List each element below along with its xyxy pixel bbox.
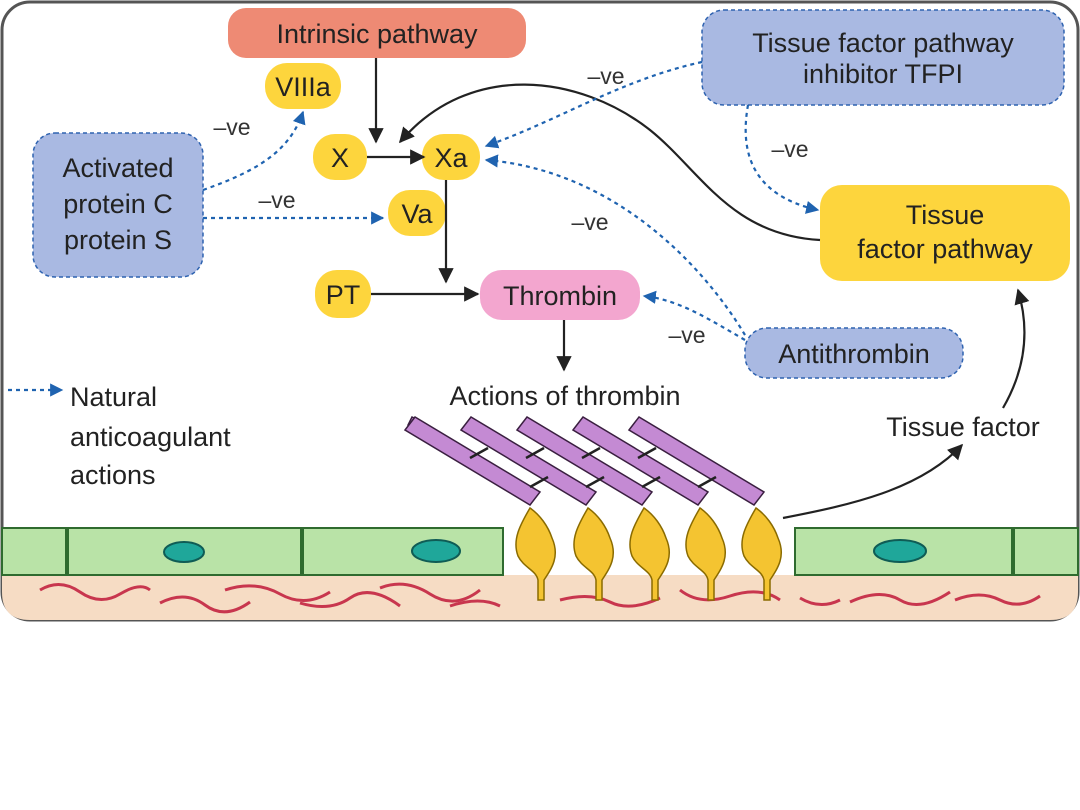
intrinsic-pathway-label: Intrinsic pathway <box>276 19 478 49</box>
node-antithrombin: Antithrombin <box>744 327 964 379</box>
node-intrinsic-pathway: Intrinsic pathway <box>228 8 526 58</box>
neg-label-tfpi-tf: –ve <box>771 136 808 162</box>
legend-line3: actions <box>70 460 156 490</box>
actions-of-thrombin-label: Actions of thrombin <box>449 381 680 411</box>
node-va: Va <box>388 190 446 236</box>
neg-label-antithrombin-xa: –ve <box>571 209 608 235</box>
tf-pathway-label-line1: Tissue <box>906 200 985 230</box>
platelet <box>573 506 614 601</box>
coagulation-diagram-svg: Intrinsic pathway Tissue factor pathway … <box>0 0 1080 622</box>
cell-nucleus <box>411 539 461 563</box>
apc-label-line2: protein C <box>63 189 173 219</box>
endothelium <box>1 527 1079 576</box>
inhibit-antithrombin-to-thrombin <box>642 290 746 341</box>
node-viiia: VIIIa <box>265 63 341 109</box>
platelet <box>741 506 782 601</box>
node-tissue-factor-pathway: Tissue factor pathway <box>820 185 1070 281</box>
legend-line2: anticoagulant <box>70 422 231 452</box>
legend: Natural anticoagulant actions <box>70 382 231 490</box>
fibrin-strand <box>403 416 542 506</box>
endothelial-cell <box>302 527 504 576</box>
fibrin-strands <box>403 415 766 506</box>
x-label: X <box>331 143 349 173</box>
neg-label-apc-va: –ve <box>258 187 295 213</box>
inhibit-tfpi-to-xa <box>484 60 703 149</box>
tfpi-label-line1: Tissue factor pathway <box>752 28 1014 58</box>
neg-label-antithrombin-thrombin: –ve <box>668 322 705 348</box>
inhibit-tfpi-to-tf-pathway <box>744 104 820 214</box>
va-label: Va <box>401 199 433 229</box>
legend-line1: Natural <box>70 382 157 412</box>
platelet-plug <box>515 506 782 601</box>
node-tfpi: Tissue factor pathway inhibitor TFPI <box>701 9 1065 106</box>
node-thrombin: Thrombin <box>480 270 640 320</box>
xa-label: Xa <box>434 143 468 173</box>
antithrombin-label: Antithrombin <box>778 339 930 369</box>
inhibitory-arrows <box>8 60 820 397</box>
viiia-label: VIIIa <box>275 72 332 102</box>
fibrin-crosslinks <box>469 446 717 489</box>
platelet <box>515 506 556 601</box>
node-xa: Xa <box>422 134 480 180</box>
cell-nucleus <box>163 541 205 563</box>
neg-label-tfpi-xa: –ve <box>587 63 624 89</box>
thrombin-label: Thrombin <box>503 281 617 311</box>
tf-pathway-label-line2: factor pathway <box>857 234 1033 264</box>
arrow-tf-pathway-to-xa <box>398 83 821 242</box>
inhibit-apc-to-viiia <box>202 110 306 192</box>
node-pt: PT <box>315 270 371 318</box>
node-activated-protein-c: Activated protein C protein S <box>32 132 204 278</box>
neg-label-apc-viiia: –ve <box>213 114 250 140</box>
endothelial-cell <box>1 527 67 576</box>
arrow-tissue-factor-to-pathway <box>1002 288 1030 409</box>
apc-label-line1: Activated <box>62 153 173 183</box>
arrow-injury-to-tissue-factor <box>782 443 964 520</box>
pt-label: PT <box>326 280 361 310</box>
cell-nucleus <box>873 539 927 563</box>
activation-arrows <box>367 58 1030 520</box>
endothelial-cell <box>1013 527 1079 576</box>
tissue-factor-label: Tissue factor <box>886 412 1040 442</box>
apc-label-line3: protein S <box>64 225 172 255</box>
node-x: X <box>313 134 367 180</box>
platelet <box>685 506 726 601</box>
tfpi-label-line2: inhibitor TFPI <box>803 59 963 89</box>
platelet <box>629 506 670 601</box>
coagulation-diagram: Intrinsic pathway Tissue factor pathway … <box>0 0 1080 622</box>
